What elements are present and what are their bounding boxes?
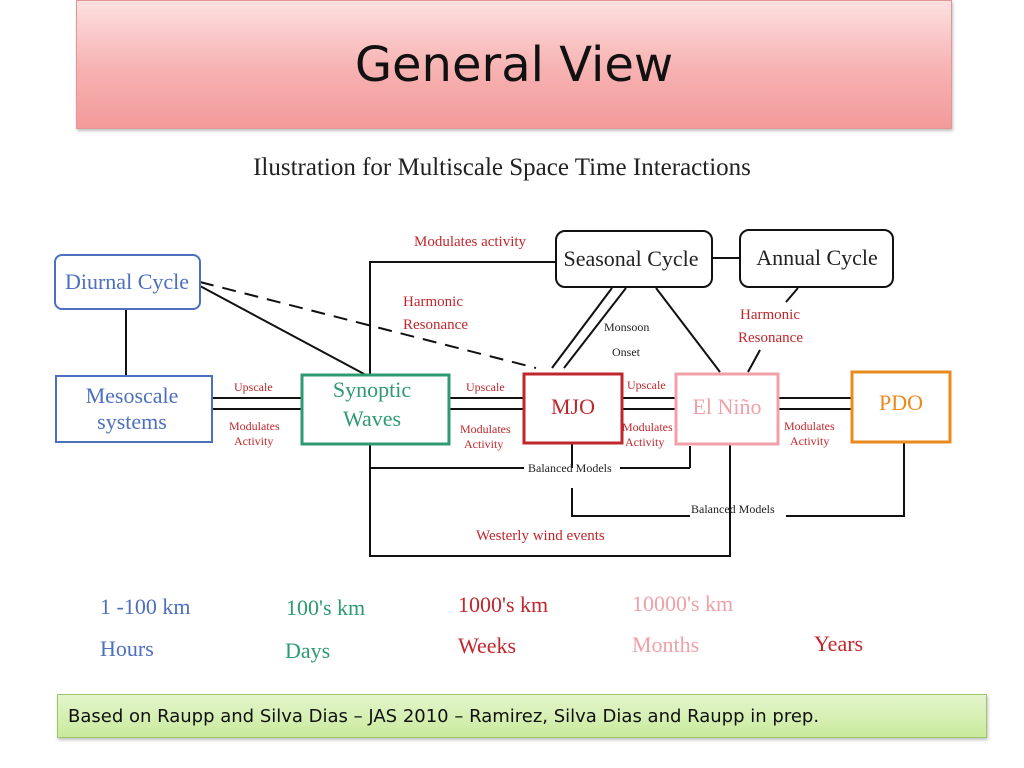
westerly-wind-loop — [369, 445, 731, 557]
modulates-label-3-line1: Modulates — [622, 420, 673, 434]
mesoscale-box — [55, 375, 213, 443]
synoptic-label-line1: Synoptic — [333, 377, 411, 402]
annual-elnino-link-a — [785, 287, 799, 303]
seasonal-cycle-box — [555, 230, 713, 288]
pdo-box — [850, 370, 952, 444]
synoptic-waves-box — [300, 373, 451, 446]
annual-elnino-link-b — [747, 349, 761, 373]
balanced-models-label-2: Balanced Models — [691, 502, 775, 516]
seasonal-mjo-link-b — [563, 287, 627, 369]
upscale-label-2: Upscale — [466, 380, 505, 394]
monsoon-onset-line1: Monsoon — [604, 320, 649, 334]
harmonic-resonance-left-line2: Resonance — [403, 317, 468, 333]
modulates-label-1-line1: Modulates — [229, 419, 280, 433]
slide-title: General View — [354, 36, 674, 93]
mesoscale-label-line1: Mesoscale — [86, 383, 179, 408]
scale-elnino-space: 10000's km — [632, 591, 733, 616]
mjo-pdo-balanced-right — [786, 443, 905, 517]
modulates-label-1-line2: Activity — [234, 434, 273, 448]
diagram-title: Ilustration for Multiscale Space Time In… — [253, 154, 751, 181]
seasonal-synoptic-link — [369, 261, 556, 375]
mesoscale-label-line2: systems — [97, 409, 167, 434]
scale-pdo-time: Years — [814, 631, 863, 656]
elnino-box — [674, 372, 780, 446]
diurnal-cycle-box — [54, 254, 201, 310]
diurnal-synoptic-link — [199, 285, 367, 376]
westerly-wind-events-label: Westerly wind events — [476, 528, 605, 544]
scale-elnino-time: Months — [632, 632, 699, 657]
source-note-box: Based on Raupp and Silva Dias – JAS 2010… — [57, 694, 987, 738]
elnino-label: El Niño — [692, 394, 761, 419]
annual-cycle-box — [739, 229, 894, 288]
upscale-label-3: Upscale — [627, 378, 666, 392]
modulates-label-3-line2: Activity — [625, 435, 664, 449]
balanced-models-label-1: Balanced Models — [528, 461, 612, 475]
seasonal-elnino-link — [655, 287, 721, 373]
monsoon-onset-line2: Onset — [612, 345, 641, 359]
scale-mesoscale-time: Hours — [100, 636, 154, 661]
modulates-label-2-line2: Activity — [464, 437, 503, 451]
source-note: Based on Raupp and Silva Dias – JAS 2010… — [68, 705, 820, 727]
modulates-activity-top-label: Modulates activity — [414, 234, 527, 250]
mjo-label: MJO — [551, 394, 595, 419]
slide-title-box: General View — [76, 0, 952, 129]
harmonic-resonance-right-line1: Harmonic — [740, 307, 800, 323]
modulates-label-4-line2: Activity — [790, 434, 829, 448]
annual-cycle-label: Annual Cycle — [756, 245, 878, 270]
diurnal-cycle-label: Diurnal Cycle — [65, 269, 189, 294]
mjo-pdo-balanced-left — [571, 488, 690, 517]
diurnal-mjo-dashed-link — [199, 281, 537, 369]
mjo-box — [522, 372, 624, 445]
modulates-label-4-line1: Modulates — [784, 419, 835, 433]
modulates-label-2-line1: Modulates — [460, 422, 511, 436]
scale-mjo-space: 1000's km — [458, 592, 548, 617]
scale-mesoscale-space: 1 -100 km — [100, 594, 190, 619]
harmonic-resonance-left-line1: Harmonic — [403, 294, 463, 310]
seasonal-cycle-label: Seasonal Cycle — [563, 246, 698, 271]
harmonic-resonance-right-line2: Resonance — [738, 330, 803, 346]
synoptic-label-line2: Waves — [343, 406, 401, 431]
pdo-label: PDO — [879, 390, 923, 415]
scale-mjo-time: Weeks — [458, 633, 516, 658]
upscale-label-1: Upscale — [234, 380, 273, 394]
seasonal-mjo-link-a — [551, 287, 613, 369]
scale-synoptic-time: Days — [285, 638, 330, 663]
scale-synoptic-space: 100's km — [286, 595, 365, 620]
